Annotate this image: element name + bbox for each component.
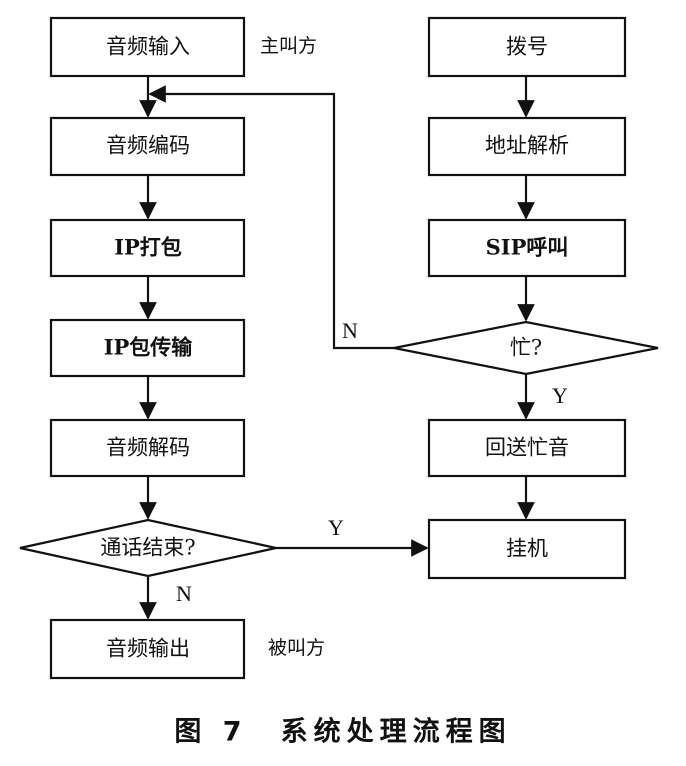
side-label-caller: 主叫方	[260, 35, 317, 57]
edge-label-busy-yes: Y	[552, 383, 568, 408]
node-address-parse	[427, 116, 627, 177]
node-hang-up-label: 挂机	[506, 537, 548, 561]
node-ip-transmit-label: IP包传输	[104, 335, 194, 360]
node-call-end-label: 通话结束?	[100, 536, 195, 560]
node-audio-output-label: 音频输出	[106, 637, 190, 661]
node-dial-label: 拨号	[506, 35, 548, 59]
node-audio-encode-label: 音频编码	[106, 134, 190, 158]
edge-label-end-no: N	[176, 581, 192, 606]
edge-label-busy-no: N	[342, 318, 358, 343]
node-audio-input-label: 音频输入	[106, 35, 190, 59]
edge-label-end-yes: Y	[328, 515, 344, 540]
node-audio-output	[49, 618, 246, 680]
node-busy-decision	[393, 320, 659, 376]
node-send-busy-tone	[427, 418, 627, 478]
node-audio-encode	[49, 116, 246, 177]
node-send-busy-tone-label: 回送忙音	[485, 436, 569, 460]
node-busy-label: 忙?	[510, 336, 542, 360]
figure-caption: 图 7 系统处理流程图	[174, 716, 511, 748]
node-call-end-decision	[19, 518, 277, 578]
node-ip-pack	[49, 218, 246, 278]
node-audio-decode-label: 音频解码	[106, 436, 190, 460]
node-address-parse-label: 地址解析	[485, 134, 569, 158]
node-ip-transmit	[49, 318, 246, 378]
node-sip-call	[427, 218, 627, 278]
side-label-callee: 被叫方	[268, 637, 325, 659]
node-audio-decode	[49, 418, 246, 478]
node-audio-input	[49, 16, 246, 78]
edge-busy-no-back-to-encode	[148, 85, 394, 350]
node-hang-up	[427, 518, 627, 580]
node-dial	[427, 16, 627, 78]
node-ip-pack-label: IP打包	[114, 235, 182, 260]
node-sip-call-label: SIP呼叫	[486, 235, 569, 260]
